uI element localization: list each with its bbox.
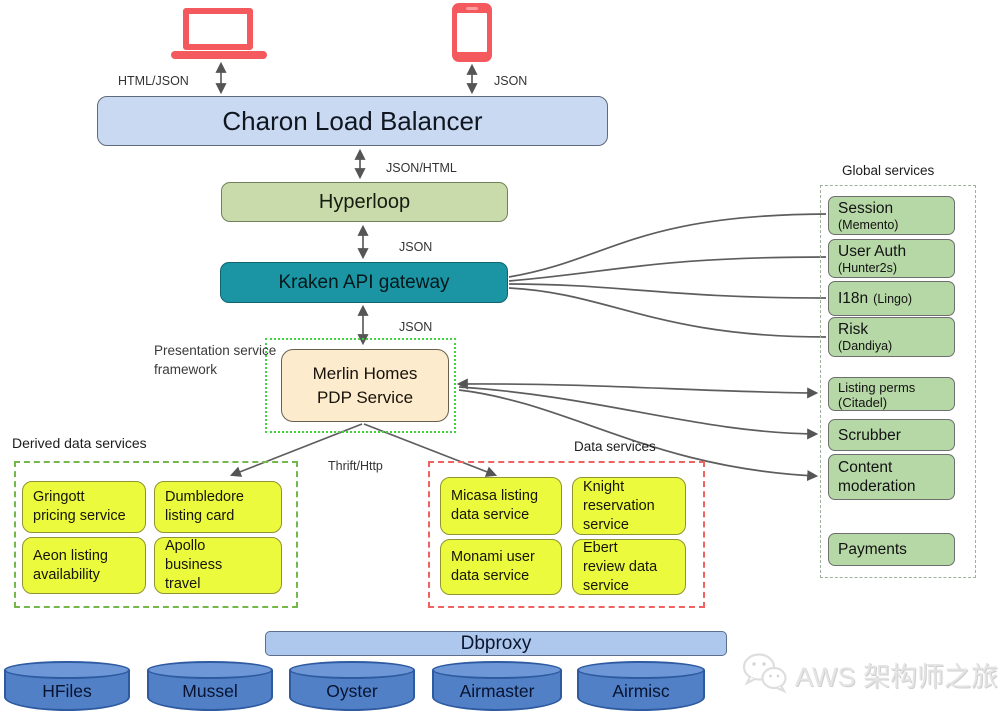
service-name: Aeon listing: [33, 547, 108, 564]
data-services-container: [428, 461, 705, 608]
service-title: Payments: [838, 541, 907, 558]
node-label: Charon Load Balancer: [222, 105, 483, 136]
edge-label-kraken-merlin: JSON: [399, 320, 433, 334]
presentation-framework-container: [265, 338, 456, 433]
database-cylinder-top: [147, 661, 273, 679]
node-kraken-api-gateway: Kraken API gateway: [220, 262, 508, 303]
node-label-line2: PDP Service: [316, 387, 414, 407]
node-label-line1: Merlin Homes: [312, 363, 418, 383]
global-services-container: [820, 185, 976, 578]
database-cylinder-top: [577, 661, 705, 679]
service-desc: pricing service: [33, 508, 126, 524]
service-aeon: Aeon listing availability: [22, 537, 146, 594]
service-payments: Payments: [828, 533, 955, 566]
service-title: Risk: [838, 321, 869, 338]
service-subtitle: (Citadel): [838, 395, 888, 410]
service-name: Micasa listing: [451, 488, 539, 504]
database-label: HFiles: [42, 681, 92, 701]
service-title: Session: [838, 200, 894, 217]
service-name: Ebert: [583, 539, 618, 556]
database-label: Oyster: [326, 681, 378, 701]
node-dbproxy: Dbproxy: [265, 631, 727, 656]
laptop-icon-base: [171, 51, 267, 59]
laptop-icon: [183, 8, 253, 50]
service-subtitle: (Lingo): [873, 291, 913, 306]
service-name: Monami user: [451, 549, 535, 565]
node-charon-load-balancer: Charon Load Balancer: [97, 96, 608, 146]
service-desc: listing card: [165, 508, 235, 524]
service-dumbledore: Dumbledore listing card: [154, 481, 282, 533]
service-title: Listing perms: [838, 380, 916, 395]
service-micasa: Micasa listing data service: [440, 477, 562, 535]
service-name: Gringott: [33, 489, 85, 505]
node-label: Dbproxy: [460, 632, 532, 654]
presentation-framework-label: Presentation service framework: [154, 343, 277, 377]
service-gringott: Gringott pricing service: [22, 481, 146, 533]
watermark-text: AWS 架构师之旅: [795, 662, 999, 692]
service-title: Content moderation: [838, 459, 916, 495]
global-services-title: Global services: [842, 163, 935, 178]
database-airmisc: Airmisc: [577, 661, 705, 711]
derived-data-services-title: Derived data services: [12, 435, 147, 451]
edge-label-charon-hyperloop: JSON/HTML: [386, 161, 457, 175]
service-content-moderation: Content moderation: [828, 454, 955, 500]
service-desc: data service: [451, 507, 530, 523]
edge-label-thrift-http: Thrift/Http: [328, 459, 383, 473]
service-i18n: I18n (Lingo): [828, 281, 955, 316]
service-desc: reservation service: [583, 497, 655, 533]
database-label: Mussel: [182, 681, 238, 701]
edge-label-mobile: JSON: [494, 74, 528, 88]
database-cylinder-top: [432, 661, 562, 679]
node-label: Hyperloop: [318, 190, 411, 213]
derived-data-services-container: [14, 461, 298, 608]
database-hfiles: HFiles: [4, 661, 130, 711]
service-title: User Auth: [838, 243, 907, 260]
wechat-logo-icon: [742, 653, 787, 694]
service-subtitle: (Dandiya): [838, 339, 893, 353]
service-desc: review data service: [583, 558, 658, 594]
node-hyperloop: Hyperloop: [221, 182, 508, 222]
database-label: Airmaster: [459, 681, 535, 701]
mobile-screen: [457, 13, 487, 52]
service-subtitle: (Memento): [838, 218, 899, 232]
service-title: I18n: [838, 290, 869, 307]
service-scrubber: Scrubber: [828, 419, 955, 451]
service-apollo: Apollo business travel: [154, 537, 282, 594]
service-name: Apollo: [165, 538, 206, 554]
service-name: Knight: [583, 478, 625, 495]
database-label: Airmisc: [612, 681, 670, 701]
node-label: Kraken API gateway: [278, 271, 450, 293]
edge-label-laptop: HTML/JSON: [118, 74, 189, 88]
service-knight: Knight reservation service: [572, 477, 686, 535]
mobile-speaker-icon: [466, 7, 478, 10]
service-desc: business travel: [165, 557, 223, 592]
database-oyster: Oyster: [289, 661, 415, 711]
service-session: Session (Memento): [828, 196, 955, 235]
database-airmaster: Airmaster: [432, 661, 562, 711]
database-cylinder-top: [289, 661, 415, 679]
data-services-title: Data services: [574, 439, 656, 454]
node-merlin-pdp-service: Merlin Homes PDP Service: [281, 349, 449, 422]
edge-label-hyperloop-kraken: JSON: [399, 240, 433, 254]
database-mussel: Mussel: [147, 661, 273, 711]
service-name: Dumbledore: [165, 489, 244, 505]
database-cylinder-top: [4, 661, 130, 679]
service-ebert: Ebert review data service: [572, 539, 686, 595]
service-user-auth: User Auth (Hunter2s): [828, 239, 955, 278]
service-desc: data service: [451, 568, 530, 584]
service-desc: availability: [33, 566, 100, 583]
service-listing-perms: Listing perms (Citadel): [828, 377, 955, 411]
service-monami: Monami user data service: [440, 539, 562, 595]
service-risk: Risk (Dandiya): [828, 317, 955, 357]
service-title: Scrubber: [838, 426, 901, 444]
service-subtitle: (Hunter2s): [838, 261, 898, 275]
